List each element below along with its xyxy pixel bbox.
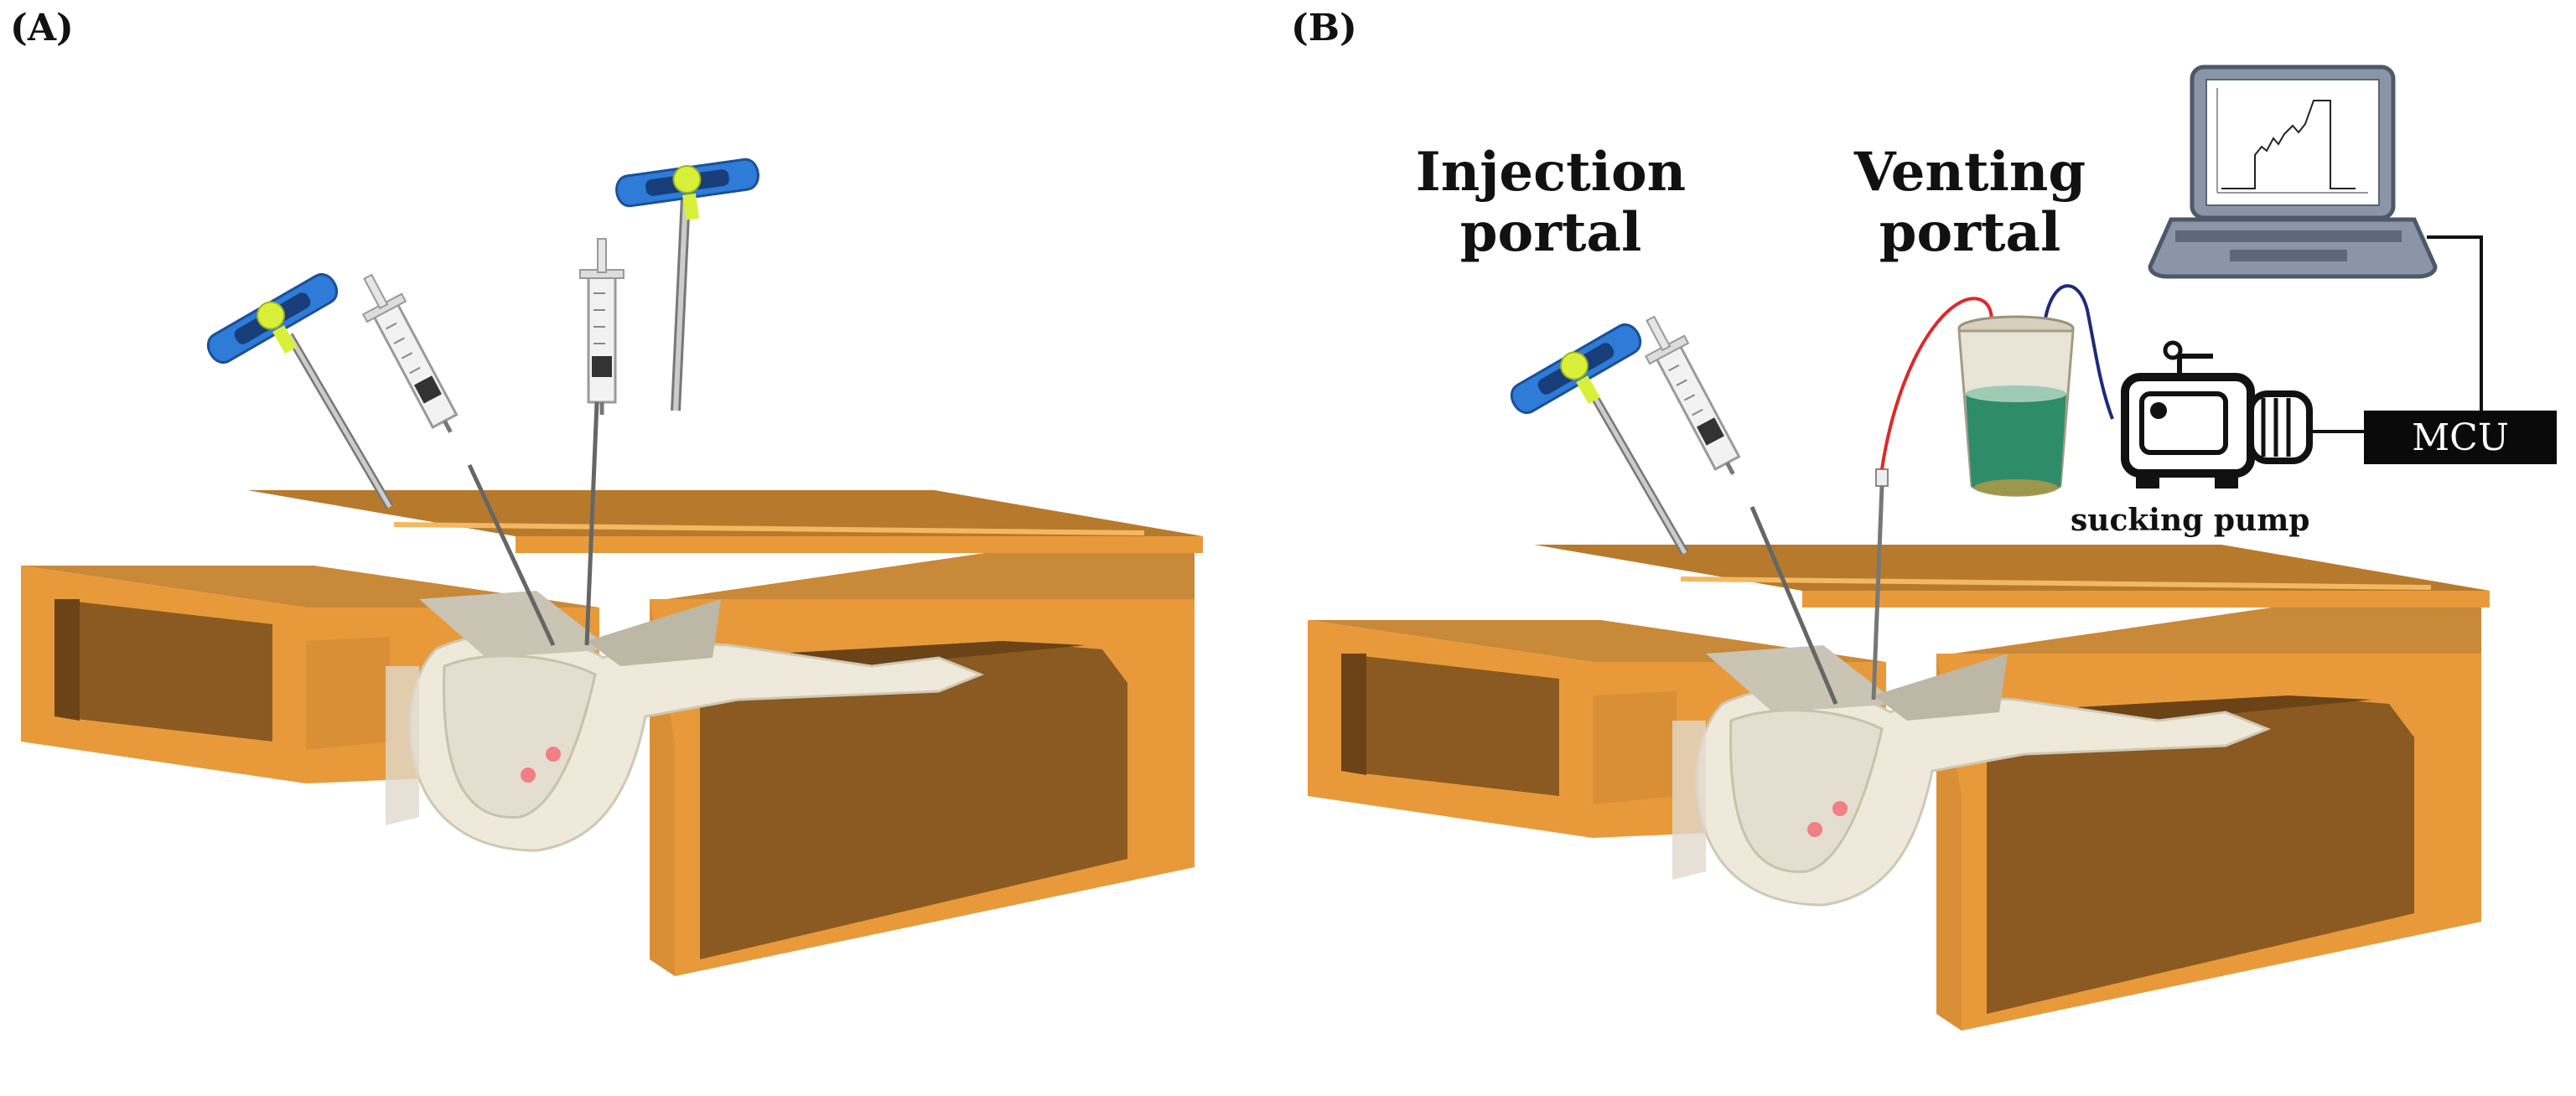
injection-portal-label: Injection portal (1408, 142, 1693, 263)
sucking-pump-label: sucking pump (2071, 503, 2310, 538)
injection-portal-line2: portal (1459, 201, 1642, 264)
laptop-icon (2148, 65, 2438, 279)
blue-tube (2044, 284, 2114, 420)
panel-b-scene (1308, 65, 2557, 1031)
panel-a-scene (21, 154, 1203, 976)
panel-a-label: (A) (10, 7, 74, 49)
vacuum-pump-icon (2121, 340, 2313, 489)
venting-needle (1871, 468, 1889, 701)
panel-b-label: (B) (1291, 7, 1357, 49)
t-handle-needle-a2 (613, 154, 765, 411)
syringe-a2 (580, 239, 624, 646)
t-handle-needle-a1 (200, 266, 394, 509)
injection-portal-line1: Injection (1415, 141, 1687, 204)
venting-portal-line2: portal (1879, 201, 2061, 264)
laptop-mcu-cable (2427, 235, 2483, 411)
t-handle-needle-b1 (1504, 317, 1689, 556)
venting-portal-line1: Venting (1853, 141, 2086, 204)
collection-jar-icon (1957, 315, 2075, 497)
red-tube (1880, 297, 1993, 470)
venting-portal-label: Venting portal (1844, 142, 2096, 263)
mcu-label: MCU (2412, 416, 2509, 459)
mcu-box (2364, 411, 2557, 464)
syringe-a1 (349, 266, 556, 647)
syringe-b1 (1631, 308, 1838, 705)
